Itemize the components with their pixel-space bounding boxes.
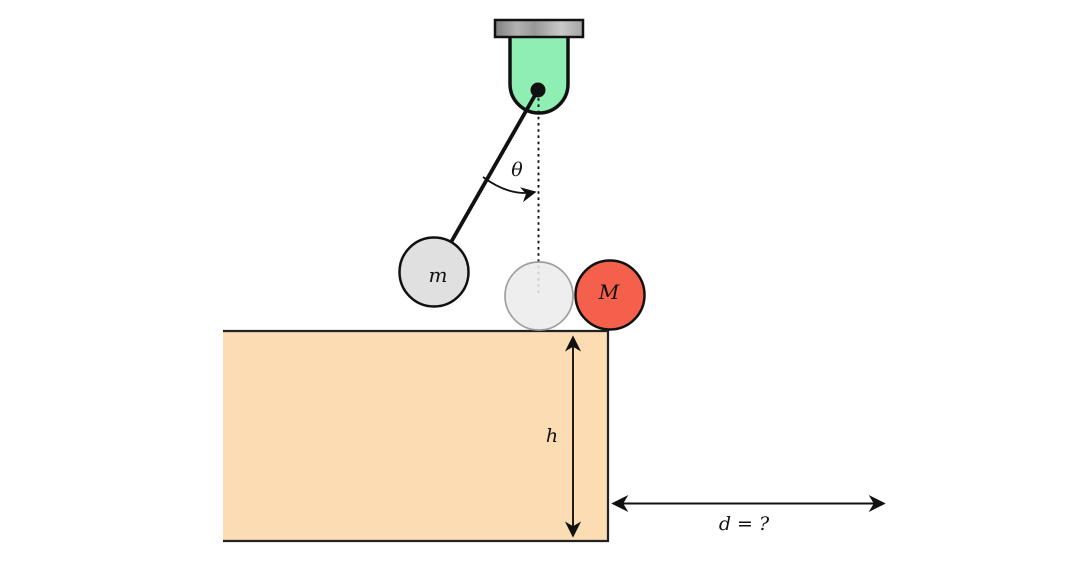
angle-label: θ	[511, 159, 523, 181]
mount-cap	[493, 18, 585, 39]
target-ball	[574, 259, 646, 331]
pivot-point	[530, 82, 546, 98]
ghost-bob-ball	[504, 261, 574, 331]
pendulum-bob-ball	[398, 236, 470, 308]
table-height-label: h	[546, 425, 558, 447]
target-ball-label: M	[598, 280, 620, 304]
pendulum-bob-label: m	[429, 263, 448, 287]
table	[223, 329, 610, 543]
landing-distance-label: d = ?	[719, 513, 770, 535]
angle-arc-arrow	[482, 176, 537, 203]
